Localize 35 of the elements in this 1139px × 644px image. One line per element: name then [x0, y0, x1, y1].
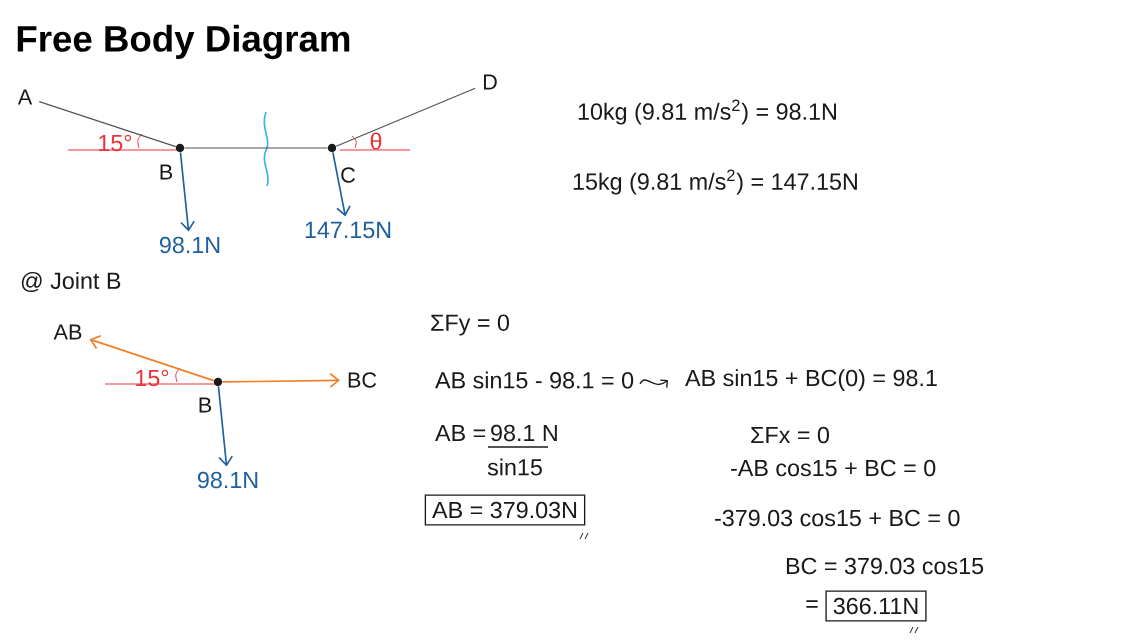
- arrow: [332, 151, 351, 217]
- equation-text: AB sin15 + BC(0) = 98.1: [685, 369, 937, 391]
- member-line: [38, 101, 177, 148]
- force-label: 147.15N: [305, 221, 391, 239]
- force-label: 98.1N: [197, 471, 258, 489]
- angle-label: 15°: [99, 134, 132, 152]
- force-label: 98.1N: [159, 236, 220, 254]
- equation-text: -AB cos15 + BC = 0: [731, 459, 936, 477]
- title: Free Body Diagram: [17, 24, 350, 60]
- point-label: BC: [348, 372, 377, 388]
- point-label: A: [17, 89, 33, 105]
- angle-label: θ: [370, 132, 382, 150]
- angle-label: 15°: [136, 369, 169, 387]
- equation-text: ΣFy = 0: [431, 314, 509, 336]
- equation-text: -379.03 cos15 + BC = 0: [715, 509, 960, 527]
- arrow: [217, 385, 234, 467]
- point-label: C: [341, 167, 355, 183]
- arrow: [221, 372, 340, 388]
- equation-text: ΣFx = 0: [751, 426, 829, 444]
- equation-text: @ Joint B: [21, 271, 121, 293]
- equation-text: 15kg (9.81 m/s$^{2}$) = 147.15N: [573, 169, 857, 195]
- equation-text: AB =: [435, 425, 486, 442]
- point-label: B: [199, 397, 212, 413]
- result-box: AB = 379.03N: [424, 494, 586, 526]
- arrow: [179, 151, 196, 232]
- member-line: [183, 147, 329, 149]
- point-label: B: [160, 164, 173, 180]
- equation-text: 10kg (9.81 m/s$^{2}$) = 98.1N: [578, 99, 836, 125]
- member-line: [335, 87, 476, 147]
- point-label: AB: [53, 324, 82, 340]
- arrow: [89, 335, 215, 382]
- result-box: 366.11N: [825, 590, 927, 622]
- equation-text: 98.1 N: [491, 424, 557, 442]
- point-label: D: [483, 74, 497, 90]
- equation-text: AB sin15 - 98.1 = 0: [435, 371, 634, 389]
